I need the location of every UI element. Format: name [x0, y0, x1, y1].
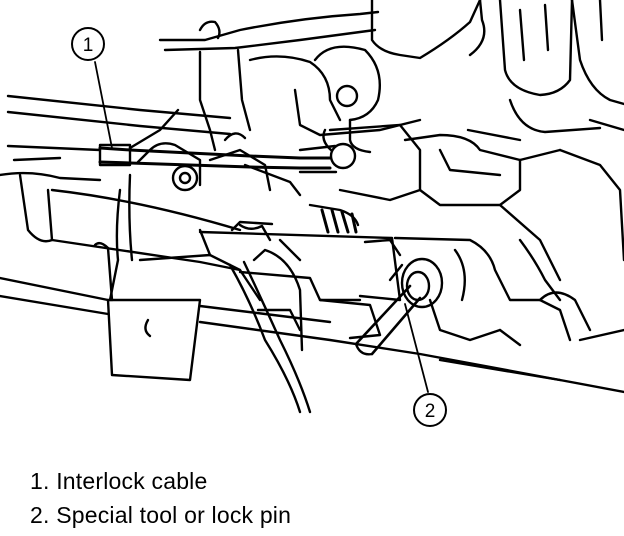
right-arm	[328, 123, 562, 282]
legend-item-number: 1.	[30, 468, 50, 494]
right-lower-body	[393, 236, 592, 347]
legend-item-text: Special tool or lock pin	[56, 502, 292, 528]
legend-item: 2. Special tool or lock pin	[30, 498, 291, 532]
hanging-wires	[228, 248, 312, 414]
callout-2-number: 2	[425, 401, 436, 422]
center-mechanism	[148, 132, 360, 234]
callout-1-leader	[94, 61, 113, 149]
callout-2-circle	[413, 393, 447, 427]
parts-legend: 1. Interlock cable 2. Special tool or lo…	[30, 464, 291, 532]
callout-1-circle	[71, 27, 105, 61]
legend-item-number: 2.	[30, 502, 50, 528]
lower-left-bracket	[50, 173, 262, 382]
callout-2-leader	[404, 303, 429, 393]
interlock-cable	[98, 108, 357, 174]
lower-frame	[198, 220, 402, 340]
upper-housing	[370, 0, 624, 262]
horizontal-rails	[0, 94, 232, 243]
callout-2: 2	[404, 303, 447, 427]
legend-item: 1. Interlock cable	[30, 464, 291, 498]
interlock-cable-diagram: 1 2	[0, 0, 624, 427]
callout-1-number: 1	[83, 35, 94, 56]
callout-1: 1	[71, 27, 113, 149]
bottom-frame	[0, 276, 624, 394]
lock-pin	[354, 257, 444, 356]
linkage-plate	[158, 10, 422, 154]
legend-item-text: Interlock cable	[56, 468, 208, 494]
